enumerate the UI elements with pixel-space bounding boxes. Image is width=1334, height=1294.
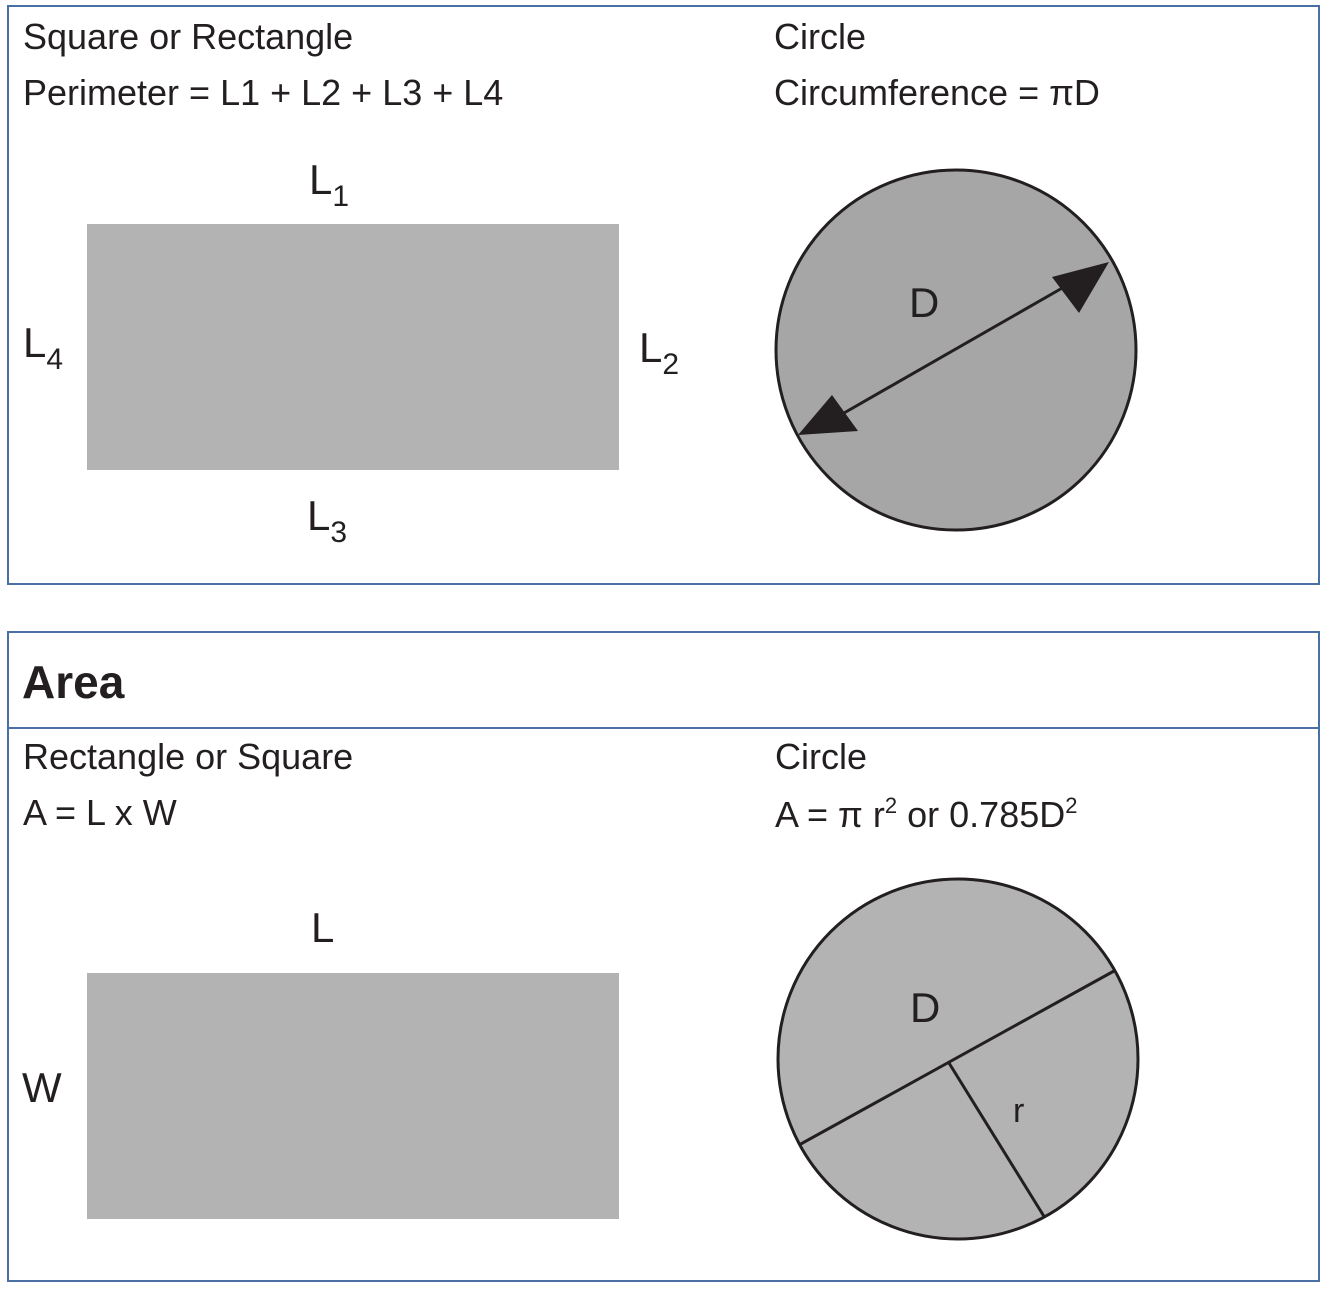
- radius-label: r: [1013, 1092, 1025, 1130]
- perimeter-panel: Square or Rectangle Perimeter = L1 + L2 …: [7, 5, 1320, 585]
- label-l1: L1: [309, 156, 350, 213]
- circle-area-formula: A = π r2 or 0.785D2: [775, 793, 1078, 835]
- diameter-arrowhead-lower: [798, 395, 858, 435]
- rect-perimeter-formula: Perimeter = L1 + L2 + L3 + L4: [23, 72, 504, 113]
- radius-line: [947, 1062, 1047, 1219]
- area-panel: Area Rectangle or Square A = L x W Circl…: [7, 631, 1320, 1282]
- rect-area-formula: A = L x W: [23, 792, 177, 833]
- area-rectangle: [87, 973, 619, 1219]
- circle-perimeter-title: Circle: [774, 16, 867, 57]
- area-diameter-label: D: [910, 984, 941, 1031]
- diameter-arrowhead-upper: [1052, 262, 1109, 313]
- perimeter-diameter-label: D: [909, 279, 940, 326]
- rect-area-title: Rectangle or Square: [23, 736, 354, 777]
- area-heading: Area: [22, 656, 125, 708]
- circle-area-title: Circle: [775, 736, 868, 777]
- area-circle: [776, 877, 1140, 1241]
- length-label: L: [311, 904, 335, 951]
- label-l4: L4: [23, 319, 64, 376]
- area-header-divider: [9, 727, 1318, 729]
- label-l3: L3: [307, 492, 348, 549]
- circle-circumference-formula: Circumference = πD: [774, 72, 1100, 113]
- width-label: W: [22, 1064, 62, 1111]
- area-diameter-line: [798, 969, 1115, 1147]
- rect-perimeter-title: Square or Rectangle: [23, 16, 354, 57]
- label-l2: L2: [639, 324, 680, 381]
- perimeter-rectangle-shape: [87, 224, 619, 470]
- area-rectangle-shape: [87, 973, 619, 1219]
- perimeter-rectangle: [87, 224, 619, 470]
- perimeter-circle-diagram: [774, 168, 1138, 532]
- diameter-line: [843, 285, 1065, 415]
- area-circle-diagram: [776, 877, 1140, 1241]
